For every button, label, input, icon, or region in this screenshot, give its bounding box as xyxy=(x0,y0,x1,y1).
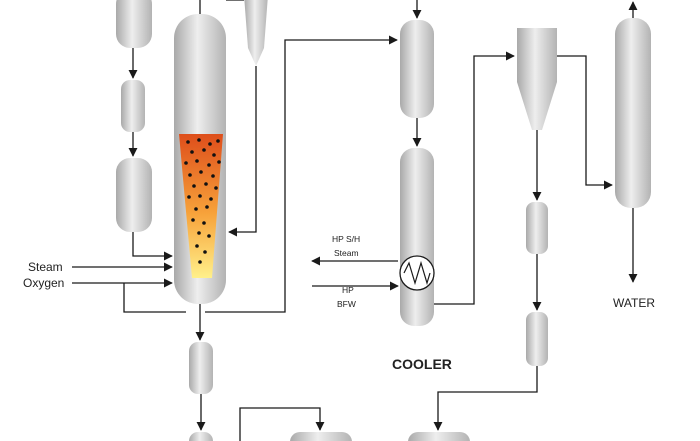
bed-particle xyxy=(194,207,198,211)
flow-feed-to-gasifier xyxy=(132,232,173,261)
scrubber-vessel-top xyxy=(400,20,434,118)
feed-hopper-top xyxy=(116,0,152,48)
bed-particle xyxy=(211,174,215,178)
bed-particle xyxy=(184,161,188,165)
flow-bottom-loop xyxy=(239,407,325,441)
bed-particle xyxy=(188,173,192,177)
flow-recycle-bottom xyxy=(123,283,186,313)
bed-particle xyxy=(217,160,221,164)
bed-particle xyxy=(208,142,212,146)
bed-particle xyxy=(202,148,206,152)
cyclone xyxy=(244,0,268,66)
label-hp-sh-steam: Steam xyxy=(334,248,359,258)
char-vessel-2 xyxy=(189,432,213,441)
flow-cyclone-return xyxy=(228,66,257,237)
vessels xyxy=(116,0,651,441)
cooler-vessel xyxy=(400,148,434,326)
filter-vessel-1 xyxy=(526,202,548,254)
flow-lines xyxy=(72,0,638,441)
label-oxygen: Oxygen xyxy=(23,276,64,290)
bed-particle xyxy=(195,244,199,248)
label-hp: HP xyxy=(342,285,354,295)
label-hp-sh: HP S/H xyxy=(332,234,360,244)
flow-filter-to-bottom xyxy=(433,366,538,431)
bed-particle xyxy=(192,184,196,188)
feed-lock-vessel xyxy=(121,80,145,132)
fluidized-bed xyxy=(179,134,223,278)
bed-particle xyxy=(203,250,207,254)
bed-particles xyxy=(184,138,221,264)
feed-vessel-lower xyxy=(116,158,152,232)
flow-cooler-out xyxy=(434,51,515,305)
bed-particle xyxy=(214,186,218,190)
bed-particle xyxy=(198,194,202,198)
hopper-cyclone-cone xyxy=(517,82,557,130)
filter-vessel-2 xyxy=(526,312,548,366)
heat-exchanger-icon xyxy=(399,255,435,291)
char-lock-vessel-1 xyxy=(189,342,213,394)
bed-particle xyxy=(197,138,201,142)
bed-particle xyxy=(186,140,190,144)
bed-particle xyxy=(187,195,191,199)
bed-particle xyxy=(216,139,220,143)
bottom-vessel-2 xyxy=(408,432,470,441)
bed-particle xyxy=(207,234,211,238)
label-steam: Steam xyxy=(28,260,63,274)
hopper-cyclone-body xyxy=(517,28,557,82)
bed-particle xyxy=(191,218,195,222)
bed-particle xyxy=(205,205,209,209)
bed-particle xyxy=(209,197,213,201)
bed-particle xyxy=(195,159,199,163)
flow-hopper-to-column xyxy=(557,55,613,190)
bed-particle xyxy=(204,182,208,186)
bed-particle xyxy=(212,153,216,157)
bed-particle xyxy=(199,170,203,174)
label-bfw: BFW xyxy=(337,299,356,309)
label-water: WATER xyxy=(613,296,655,310)
label-cooler: COOLER xyxy=(392,356,452,372)
bed-particle xyxy=(198,260,202,264)
bed-particle xyxy=(207,163,211,167)
bed-particle xyxy=(197,231,201,235)
bed-particle xyxy=(190,150,194,154)
flow-syngas xyxy=(205,35,398,313)
bed-particle xyxy=(202,221,206,225)
bottom-vessel-1 xyxy=(290,432,352,441)
water-column xyxy=(615,18,651,208)
